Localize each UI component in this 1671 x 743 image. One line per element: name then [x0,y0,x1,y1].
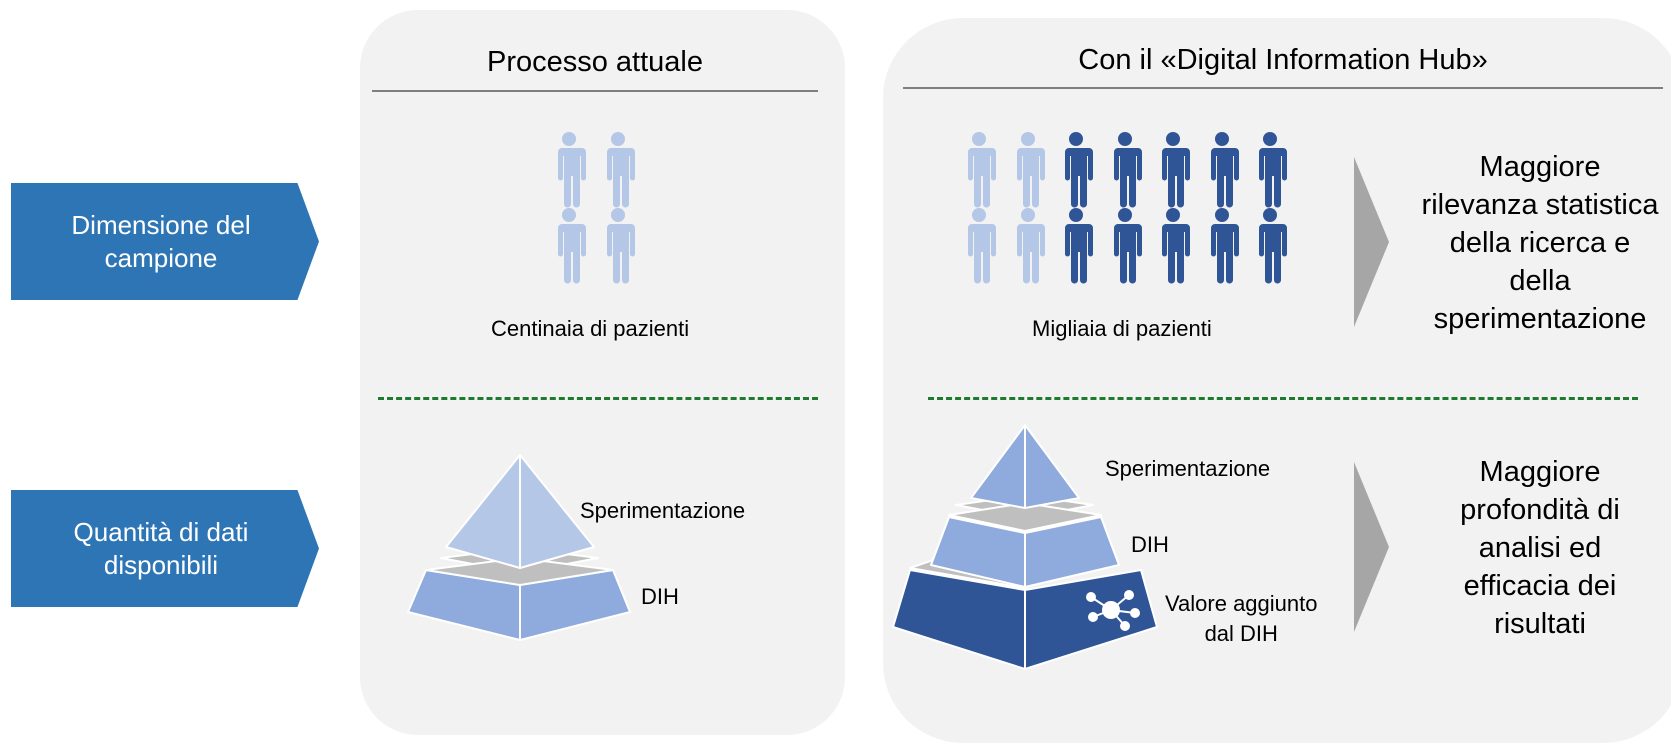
row-label-sample-size: Dimensione del campione [11,183,319,300]
result-emphasis: rilevanza statistica [1421,189,1659,221]
person-icon [1209,208,1239,284]
result-line: della [1509,265,1571,297]
person-icon [1112,132,1142,208]
person-icon [1209,132,1239,208]
person-icon [1015,208,1045,284]
current-pyramid-bottom-label: DIH [641,584,679,609]
result-line: sperimentazione [1433,303,1647,335]
dih-pyramid-middle-label: DIH [1131,532,1169,557]
dih-people-group [966,132,1287,284]
arrow-right-icon [1354,157,1389,327]
current-people-caption: Centinaia di pazienti [491,316,690,341]
result-analysis-depth: Maggiore profondità di analisi ed effica… [1410,453,1670,643]
result-line: Maggiore [1479,151,1601,183]
person-icon [1112,208,1142,284]
dih-pyramid-base-label: Valore aggiunto dal DIH [1165,589,1318,649]
current-title-rule [372,90,818,92]
person-icon [605,132,635,208]
person-icon [1063,132,1093,208]
person-icon [556,208,586,284]
person-icon [966,208,996,284]
row-label-data-quantity: Quantità di dati disponibili [11,490,319,607]
person-icon [1160,208,1190,284]
result-emphasis: profondità [1460,494,1590,526]
current-row-divider [378,397,818,400]
result-statistical-relevance: Maggiore rilevanza statistica della rice… [1410,148,1670,338]
person-icon [556,132,586,208]
dih-pyramid-base-line2: dal DIH [1204,621,1278,646]
dih-row-divider [928,397,1638,400]
result-line: risultati [1494,608,1586,640]
person-icon [605,208,635,284]
person-icon [966,132,996,208]
dih-people-caption: Migliaia di pazienti [1032,316,1212,341]
person-icon [1015,132,1045,208]
result-line: della ricerca e [1449,227,1631,259]
dih-pyramid-base-line1: Valore aggiunto [1165,591,1318,616]
current-people-group [556,132,635,284]
dih-title-rule [903,87,1663,89]
result-line: Maggiore [1479,456,1601,488]
result-line: dei [1569,570,1617,602]
current-pyramid [407,454,631,641]
row-label-sample-size-text: Dimensione del campione [71,209,251,273]
result-emphasis: efficacia [1463,570,1570,602]
person-icon [1160,132,1190,208]
person-icon [1257,132,1287,208]
dih-pyramid [892,424,1158,670]
result-line: di [1589,494,1620,526]
dih-title: Con il «Digital Information Hub» [1078,44,1488,76]
network-icon [1086,590,1140,631]
dih-pyramid-top-label: Sperimentazione [1105,456,1271,481]
row-label-data-quantity-text: Quantità di dati disponibili [73,516,249,580]
person-icon [1063,208,1093,284]
current-process-title: Processo attuale [486,46,703,78]
result-line: analisi ed [1478,532,1602,564]
arrow-right-icon [1354,462,1389,632]
person-icon [1257,208,1287,284]
current-pyramid-top-label: Sperimentazione [580,498,746,523]
